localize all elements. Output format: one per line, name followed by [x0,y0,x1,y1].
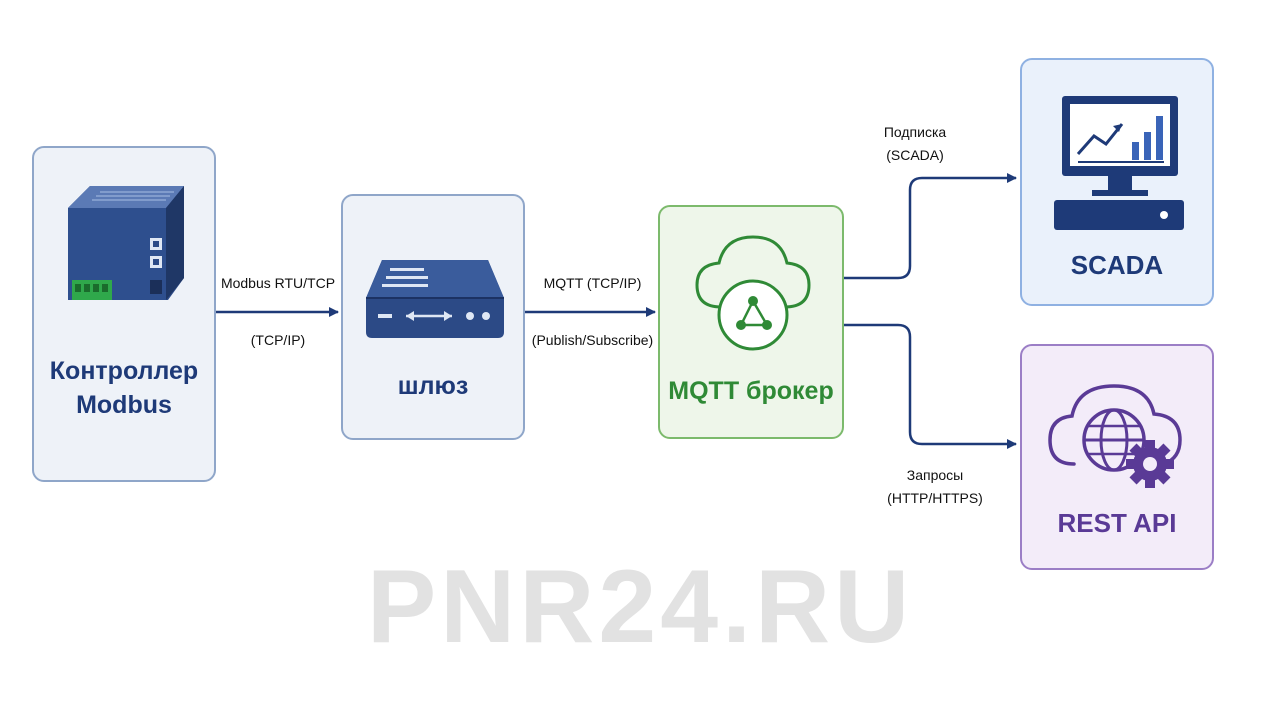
edge-label-subscription: Подписка [883,124,947,140]
node-mqtt-broker: MQTT брокер [658,205,844,439]
node-modbus-controller: Контроллер Modbus [32,146,216,482]
monitor-chart-icon [1054,96,1184,230]
gateway-router-icon [366,260,504,338]
controller-title: Контроллер Modbus [49,357,199,419]
node-scada: SCADA [1020,58,1214,306]
edge-label-subscription-target: (SCADA) [886,147,944,163]
edge-label-mqtt-mode: (Publish/Subscribe) [531,332,654,348]
rest-api-title: REST API [1057,508,1177,538]
watermark: PNR24.RU [366,549,914,665]
arrow-broker-to-scada [844,173,1017,280]
edge-label-modbus-transport: (TCP/IP) [250,332,306,348]
cloud-network-icon [695,235,811,351]
edge-label-requests-protocol: (HTTP/HTTPS) [887,490,983,506]
gateway-title: шлюз [397,372,469,400]
edge-label-requests: Запросы [906,467,964,483]
broker-title: MQTT брокер [668,377,834,405]
edge-label-mqtt-protocol: MQTT (TCP/IP) [543,275,642,291]
plc-controller-icon [68,186,184,300]
node-gateway: шлюз [341,194,525,440]
arrow-broker-to-rest-api [844,323,1017,449]
scada-title: SCADA [1070,250,1164,280]
node-rest-api: REST API [1020,344,1214,570]
edge-label-modbus-protocol: Modbus RTU/TCP [220,275,336,291]
cloud-globe-gear-icon [1048,384,1182,488]
